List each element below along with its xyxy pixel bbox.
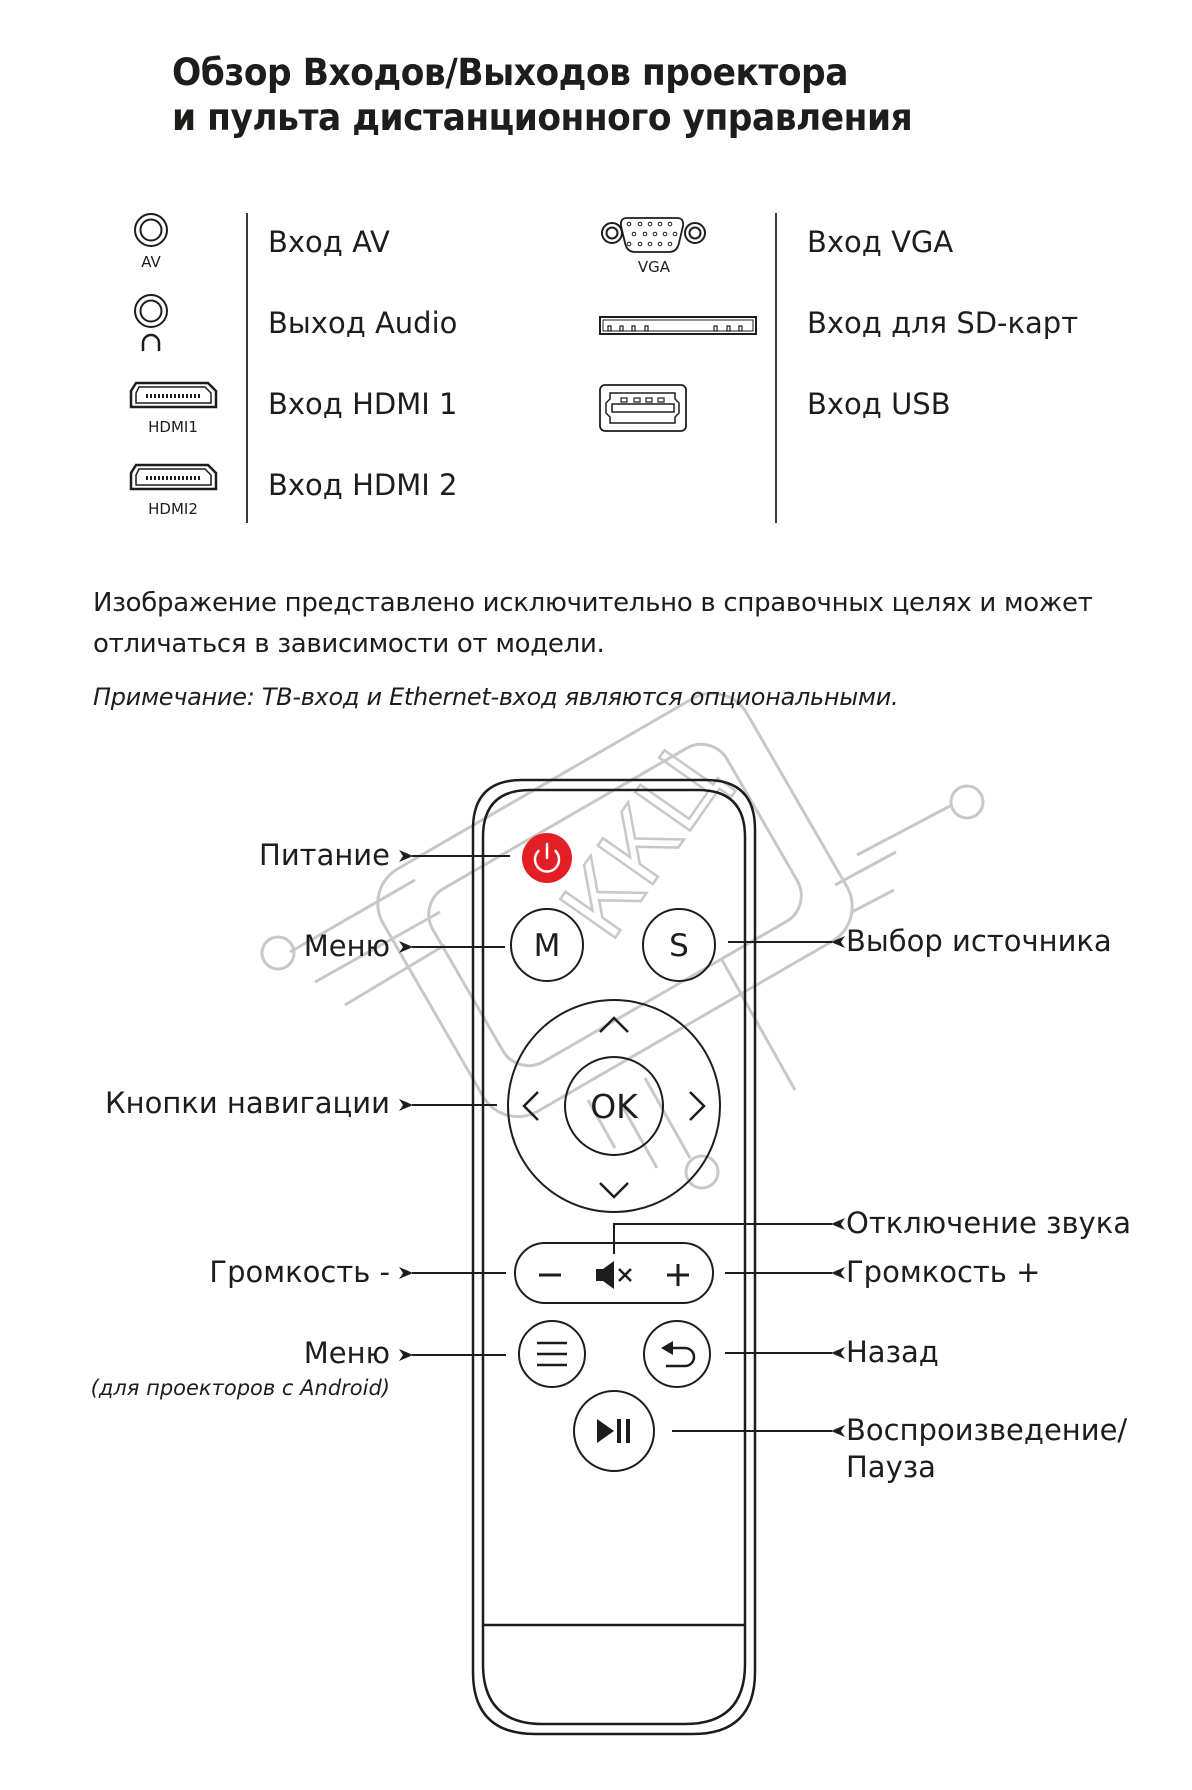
menu-m-label: M [534,928,561,964]
watermark-trace [643,1077,692,1159]
watermark-trace [289,878,416,954]
callout-label-back: Назад [846,1335,939,1369]
watermark-trace [314,910,441,984]
callout-label-navigation: Кнопки навигации [105,1086,390,1120]
watermark-trace [618,1101,659,1169]
navigation-pad: OK [507,999,721,1213]
mute-icon [596,1261,614,1289]
sd-card-slot-icon [599,316,757,335]
callout-sublabel-android: (для проекторов с Android) [90,1376,390,1400]
hdmi-port-icon [129,463,218,491]
callout-label-power: Питание [259,838,390,872]
port-label-hdmi1: Вход HDMI 1 [268,387,458,421]
callout-label-source: Выбор источника [846,924,1112,958]
port-caption-av: AV [141,253,161,271]
play-pause-button[interactable] [573,1390,655,1472]
nav-left-button[interactable] [522,1091,539,1121]
ok-button[interactable]: OK [564,1056,664,1156]
vga-port-icon [601,217,706,253]
ports-icons [129,213,757,491]
watermark-trace [344,943,446,1007]
callout-label-play-pause-1: Воспроизведение/ [846,1413,1128,1447]
port-label-sd: Вход для SD-карт [807,306,1079,340]
hamburger-icon [537,1341,567,1367]
watermark-trace [720,959,797,1091]
callout-label-mute: Отключение звука [846,1206,1131,1240]
power-button[interactable] [522,833,572,883]
android-menu-button[interactable] [518,1320,586,1388]
callout-label-vol-minus: Громкость - [209,1255,390,1289]
callout-line-mute [613,1218,845,1254]
nav-up-button[interactable] [599,1016,629,1033]
play-pause-icon [597,1419,630,1443]
back-button[interactable] [643,1320,711,1388]
port-caption-hdmi1: HDMI1 [148,418,198,436]
audio-out-jack-icon [134,294,168,351]
port-label-vga: Вход VGA [807,225,954,259]
page-title: Обзор Входов/Выходов проектора и пульта … [172,50,913,140]
callout-label-vol-plus: Громкость + [846,1255,1041,1289]
watermark-frame-inner [427,742,803,1068]
port-label-usb: Вход USB [807,387,951,421]
back-icon [661,1341,696,1368]
disclaimer-line1: Изображение представлено исключительно в… [93,588,1093,618]
volume-up-button[interactable] [667,1264,689,1286]
remote-body-outer [471,778,757,1736]
watermark-node [684,1154,720,1190]
port-label-audio-out: Выход Audio [268,306,458,340]
remote-body-inner [481,788,747,1726]
ports-divider-right [775,213,777,523]
disclaimer-line2: отличаться в зависимости от модели. [93,629,605,659]
callout-label-android-menu: Меню [303,1336,390,1370]
port-caption-hdmi2: HDMI2 [148,500,198,518]
port-label-hdmi2: Вход HDMI 2 [268,468,458,502]
mute-button[interactable] [596,1261,632,1289]
port-caption-vga: VGA [637,258,671,276]
disclaimer-note: Примечание: ТВ-вход и Ethernet-вход явля… [93,683,899,711]
page-title-line2: и пульта дистанционного управления [172,96,913,139]
nav-right-button[interactable] [689,1091,706,1121]
ports-divider-left [246,213,248,523]
callout-label-play-pause-2: Пауза [846,1450,936,1484]
watermark-node [260,935,296,971]
port-label-av: Вход AV [268,225,390,259]
power-icon [533,849,561,873]
watermark-trace [586,1099,617,1149]
watermark-trace [834,850,897,887]
ok-label: OK [590,1087,639,1126]
watermark-trace [851,888,895,914]
watermark-node [949,784,985,820]
menu-m-button[interactable]: M [510,908,584,982]
av-jack-icon [134,213,168,247]
source-s-button[interactable]: S [642,908,716,982]
source-s-label: S [669,928,689,964]
usb-port-icon [599,384,687,432]
page-title-line1: Обзор Входов/Выходов проектора [172,51,848,94]
callout-label-menu: Меню [303,929,390,963]
hdmi-port-icon [129,381,218,409]
nav-down-button[interactable] [599,1182,629,1199]
watermark-trace [856,804,951,857]
